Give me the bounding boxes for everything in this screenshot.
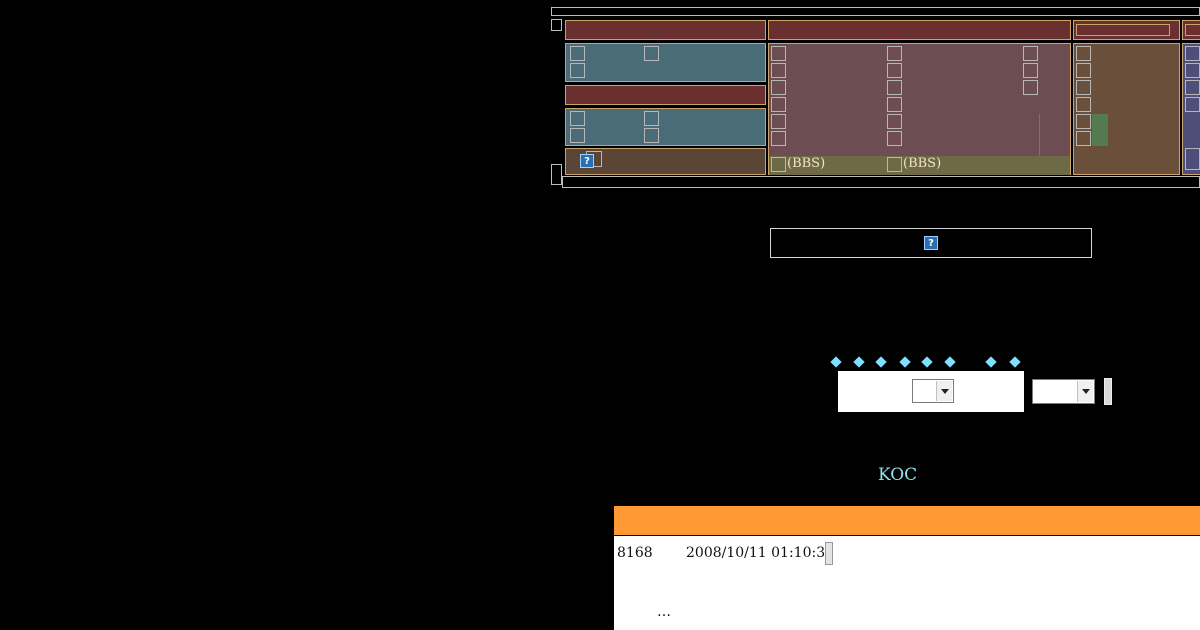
diamond-icon[interactable]	[921, 356, 933, 368]
checkbox[interactable]	[887, 46, 902, 61]
post-action-button[interactable]	[825, 542, 833, 565]
checkbox[interactable]	[771, 114, 786, 129]
checkbox[interactable]	[887, 80, 902, 95]
help-icon[interactable]: ?	[580, 154, 594, 168]
diamond-icon[interactable]	[830, 356, 842, 368]
post-number: 8168	[617, 545, 653, 561]
center-list-pane: (BBS) (BBS)	[768, 43, 1071, 175]
checkbox[interactable]	[771, 63, 786, 78]
left-header-bar[interactable]	[565, 20, 766, 40]
checkbox[interactable]	[1076, 131, 1091, 146]
far-right-header-input[interactable]	[1185, 24, 1200, 36]
checkbox[interactable]	[1076, 80, 1091, 95]
checkbox[interactable]	[771, 46, 786, 61]
diamond-icon[interactable]	[899, 356, 911, 368]
checkbox[interactable]	[1185, 63, 1200, 78]
diamond-icon[interactable]	[1009, 356, 1021, 368]
diamond-icon[interactable]	[985, 356, 997, 368]
top-frame-outline	[551, 7, 1200, 16]
left-group-1	[565, 43, 766, 82]
far-right-pane	[1182, 43, 1200, 175]
accent-bar	[614, 506, 1200, 535]
filter-box	[838, 371, 1024, 412]
site-brand[interactable]: KOC	[878, 465, 918, 485]
left-group-2	[565, 108, 766, 146]
help-box[interactable]: ?	[770, 228, 1092, 258]
help-icon[interactable]: ?	[924, 236, 938, 250]
checkbox[interactable]	[1023, 63, 1038, 78]
post-datetime: 2008/10/11 01:10:30	[686, 545, 835, 561]
post-excerpt: …	[657, 604, 671, 620]
checkbox[interactable]	[1076, 114, 1091, 129]
go-button[interactable]	[1104, 378, 1112, 405]
checkbox[interactable]	[771, 157, 786, 172]
far-right-header-bar	[1182, 20, 1200, 40]
top-frame-small-tab[interactable]	[551, 19, 562, 31]
checkbox[interactable]	[887, 157, 902, 172]
checkbox[interactable]	[1185, 80, 1200, 95]
dashboard-mosaic: ? (BBS) (BBS)	[562, 18, 1200, 176]
left-mid-bar[interactable]	[565, 85, 766, 105]
checkbox[interactable]	[1023, 46, 1038, 61]
diamond-icon[interactable]	[853, 356, 865, 368]
category-select[interactable]	[1032, 379, 1095, 404]
bbs-link-right[interactable]: (BBS)	[903, 156, 942, 171]
top-frame-bottom-outline	[562, 176, 1200, 188]
checkbox[interactable]	[570, 128, 585, 143]
vertical-divider	[1039, 114, 1040, 156]
diamond-icon[interactable]	[944, 356, 956, 368]
checkbox[interactable]	[1185, 148, 1200, 170]
checkbox[interactable]	[1076, 63, 1091, 78]
checkbox[interactable]	[1076, 46, 1091, 61]
highlight-strip	[1092, 114, 1108, 146]
checkbox[interactable]	[887, 131, 902, 146]
checkbox[interactable]	[570, 63, 585, 78]
right-header-input[interactable]	[1076, 24, 1170, 36]
checkbox[interactable]	[887, 114, 902, 129]
checkbox[interactable]	[1185, 97, 1200, 112]
checkbox[interactable]	[570, 46, 585, 61]
filter-select[interactable]	[912, 379, 954, 403]
checkbox[interactable]	[1023, 80, 1038, 95]
center-header-bar[interactable]	[768, 20, 1071, 40]
checkbox[interactable]	[771, 131, 786, 146]
bbs-row	[769, 156, 1070, 175]
checkbox[interactable]	[644, 128, 659, 143]
bbs-link-left[interactable]: (BBS)	[787, 156, 826, 171]
right-list-pane	[1073, 43, 1180, 175]
checkbox[interactable]	[644, 46, 659, 61]
checkbox[interactable]	[644, 111, 659, 126]
checkbox[interactable]	[771, 80, 786, 95]
left-footer: ?	[565, 148, 766, 175]
post-area: 8168 2008/10/11 01:10:30 …	[614, 536, 1200, 630]
checkbox[interactable]	[1076, 97, 1091, 112]
checkbox[interactable]	[1185, 46, 1200, 61]
checkbox[interactable]	[771, 97, 786, 112]
dropdown-arrow-icon	[936, 381, 952, 401]
right-header-bar	[1073, 20, 1180, 40]
diamond-icon[interactable]	[875, 356, 887, 368]
dropdown-arrow-icon	[1077, 381, 1093, 402]
checkbox[interactable]	[887, 63, 902, 78]
top-frame-left-handle[interactable]	[551, 164, 562, 185]
checkbox[interactable]	[570, 111, 585, 126]
checkbox[interactable]	[887, 97, 902, 112]
